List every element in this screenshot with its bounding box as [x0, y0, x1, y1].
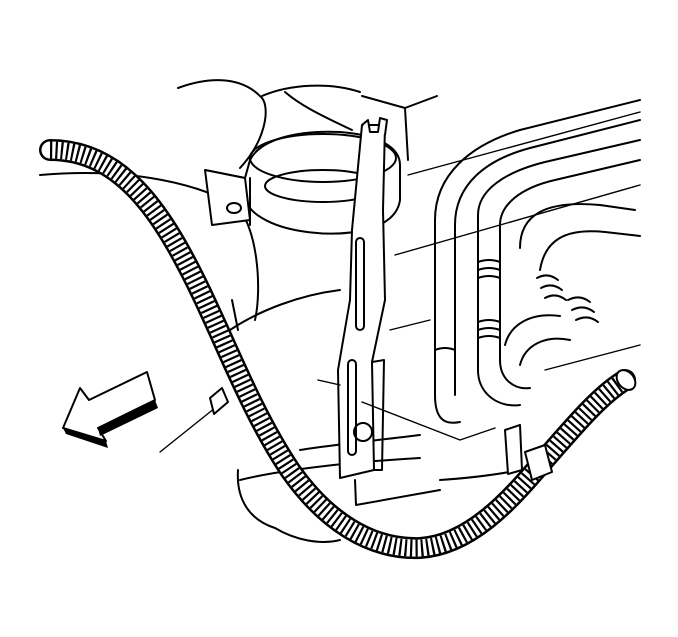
panel-upper-curve — [177, 79, 267, 169]
tube-3-collar — [536, 274, 567, 301]
conduit-ribs — [49, 141, 630, 557]
bracket-band — [204, 130, 401, 235]
tube-4-lower — [519, 337, 571, 366]
conduit-right-end — [615, 369, 637, 391]
tube-4-upper — [504, 314, 561, 346]
arrow-face — [62, 371, 156, 442]
tube-3-upper — [519, 203, 636, 249]
frame-rail-upper — [407, 111, 641, 176]
leader-conduit — [159, 407, 216, 453]
strap-slot-upper — [355, 237, 365, 331]
slotted-hanger-strap — [337, 117, 388, 479]
crossmember-bottom — [274, 527, 341, 543]
bracket-ear-hole — [226, 202, 242, 214]
crossmember-step — [354, 479, 441, 506]
tube-1-inner — [454, 119, 641, 396]
conduit-pin — [209, 387, 229, 415]
direction-arrow-icon — [62, 371, 158, 448]
clip-collar — [524, 444, 553, 481]
panel-notch-side — [404, 107, 409, 161]
tube-3-lower — [539, 230, 641, 271]
tube-2-down-outer — [477, 299, 521, 407]
round-mounting-bracket — [204, 130, 401, 235]
panel-lower-seam — [229, 289, 341, 331]
tube-1-end-outer — [434, 394, 461, 424]
tube-2-collar-lower — [477, 319, 501, 339]
panel-seam-end — [231, 299, 239, 331]
frame-rail-lower — [389, 319, 431, 331]
frame-rail-right-lower — [544, 344, 641, 371]
bracket-ear — [204, 169, 251, 226]
crossmember-mid — [239, 457, 421, 481]
panel-notch-top — [361, 95, 438, 109]
tube-2-outer — [477, 139, 641, 301]
bracket-ring-top — [249, 133, 397, 183]
clip-tab — [504, 424, 523, 475]
retaining-clip — [504, 424, 553, 481]
panel-top-edge — [261, 84, 361, 97]
tube-1-outer — [434, 99, 641, 396]
tube-2-down-inner — [499, 299, 531, 390]
strap-edge — [371, 359, 385, 471]
tube-2-collar-upper — [477, 259, 501, 279]
strap-top-notch — [361, 117, 388, 136]
panel-inner-fold — [284, 91, 353, 131]
crossmember-left-curl — [236, 469, 276, 529]
tube-4-collar — [567, 296, 599, 323]
tube-1-collar — [434, 347, 456, 351]
leader-lines — [159, 379, 496, 453]
strap-slot-lower — [347, 359, 357, 456]
brake-fuel-tubes — [434, 99, 641, 424]
leader-clip — [361, 401, 496, 441]
tube-2-inner — [499, 159, 641, 301]
strap-bolt — [353, 422, 373, 442]
arrow-shadow — [63, 400, 158, 448]
leader-strap — [317, 379, 341, 386]
